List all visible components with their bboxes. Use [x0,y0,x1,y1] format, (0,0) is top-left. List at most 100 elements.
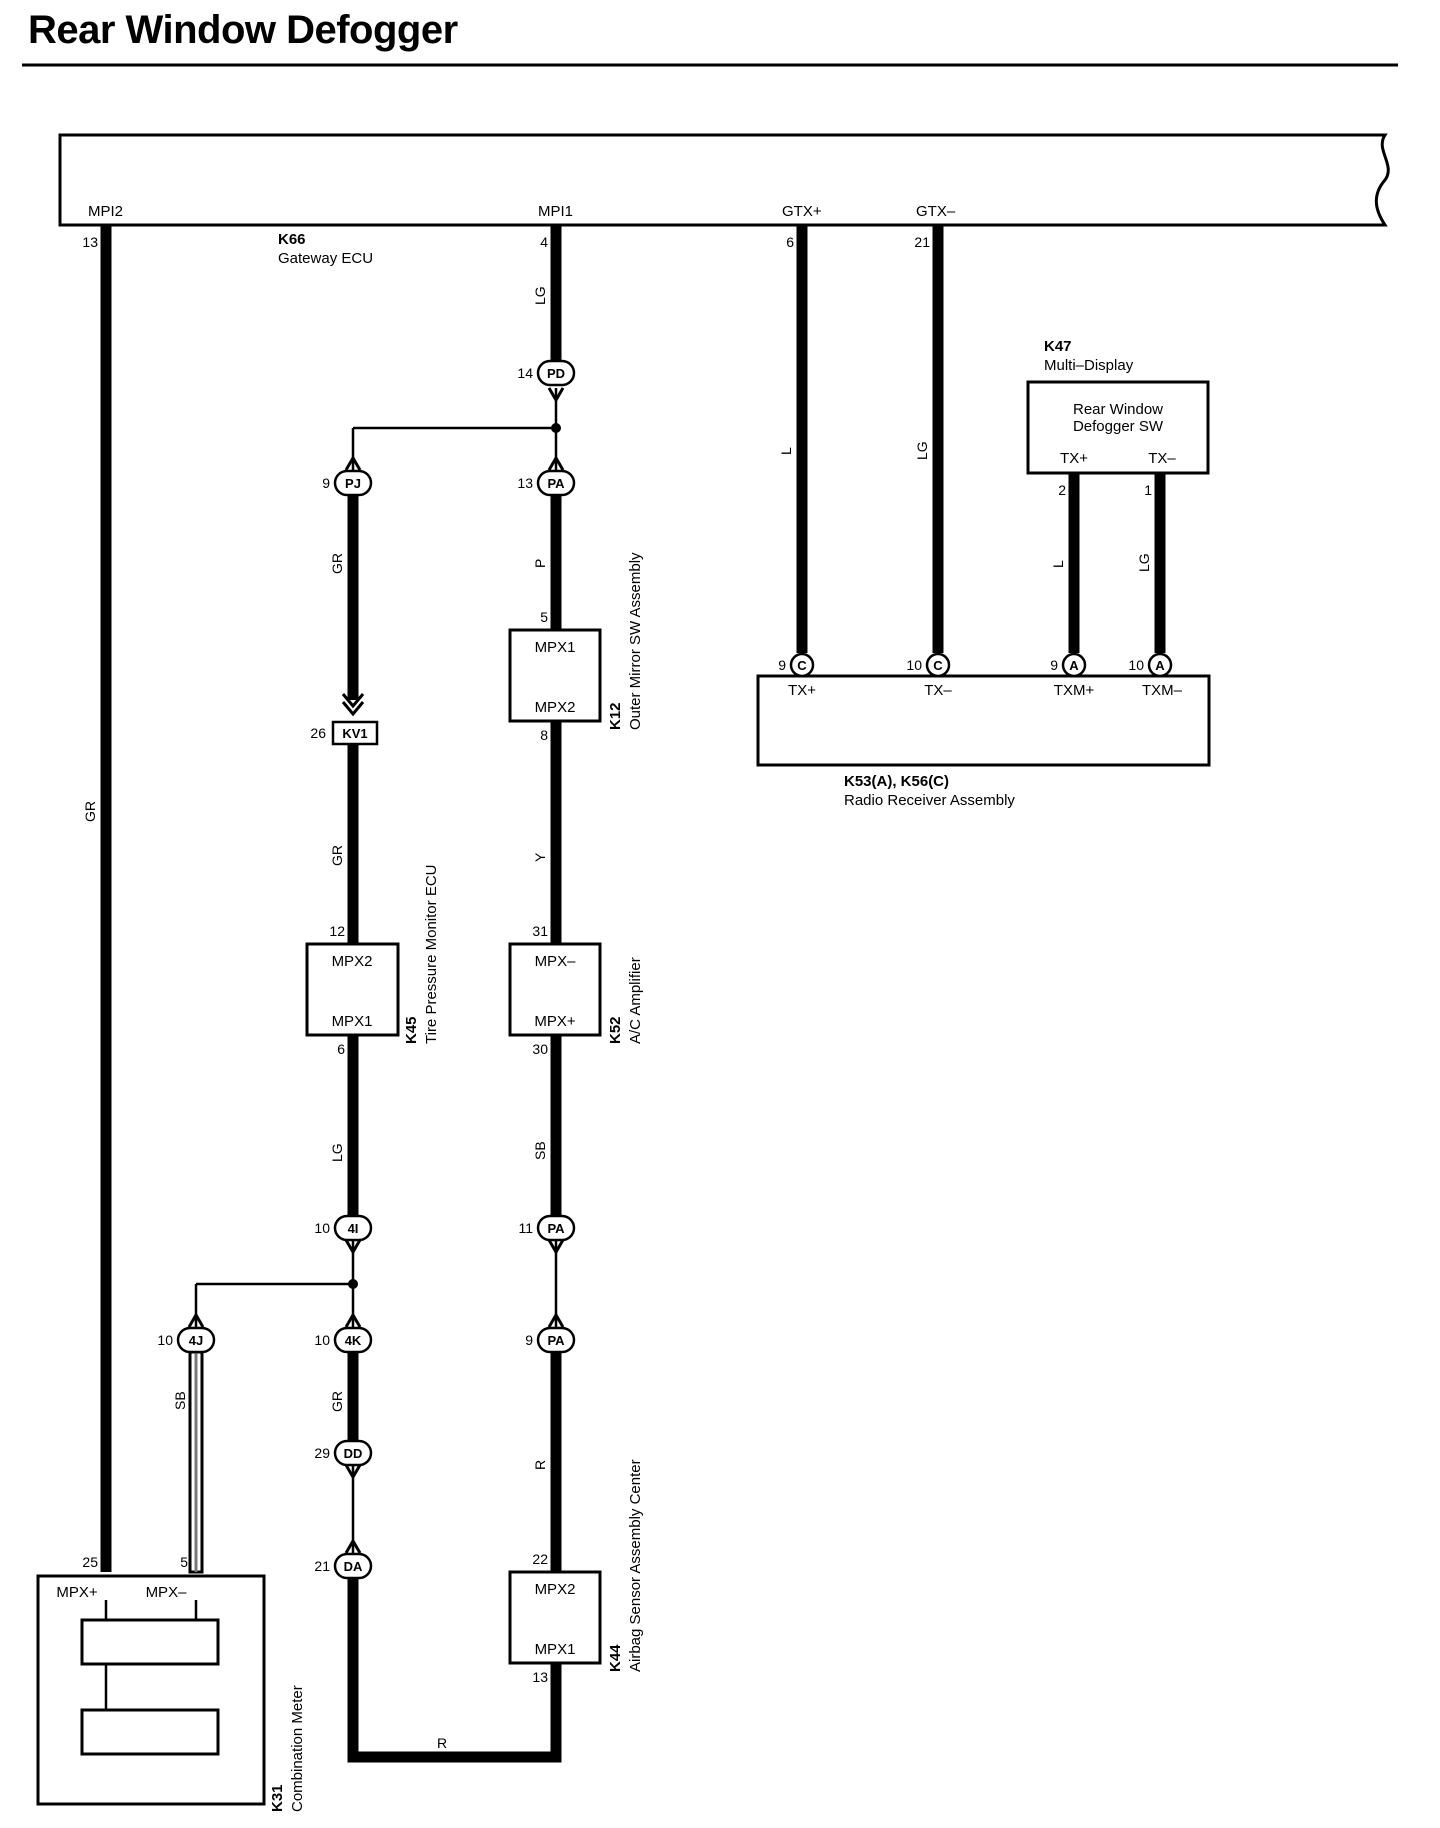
connector-pa13-label: PA [547,476,565,491]
radio-code: K53(A), K56(C) [844,773,949,790]
connector-4k-pin: 10 [314,1332,330,1348]
tpms-ecu-box [305,942,400,1037]
connector-c10: C 10 [906,652,951,678]
wire-label-lg-gtx: LG [914,441,930,460]
gateway-pin-mpi1: MPI1 [538,203,573,220]
wire-label-l-gtx: L [778,447,794,455]
outer-mirror-code: K12 [607,702,624,730]
gateway-pinnum-gtxm: 21 [914,234,930,250]
connector-pa11: PA 11 [518,1214,576,1242]
arrow-4j-up [187,1312,205,1328]
airbag-sensor-box [508,1570,602,1665]
connector-a9-pin: 9 [1050,657,1058,673]
ac-amp-pin-top: 31 [532,923,548,939]
connector-dd-label: DD [344,1446,363,1461]
combination-meter-box [36,1574,266,1806]
connector-4i: 4I 10 [314,1214,373,1242]
splice-point-1 [551,423,561,433]
multi-display-line1: Rear Window [1073,401,1163,418]
radio-pin-txmm: TXM– [1142,682,1183,699]
gateway-pin-mpi2: MPI2 [88,203,123,220]
wire-label-lg-tx: LG [1136,553,1152,572]
gateway-pin-gtxm: GTX– [916,203,956,220]
arrow-pj-up [344,455,362,471]
arrow-pd-down [547,387,565,403]
radio-receiver-box [756,674,1211,767]
meter-pin-right: 5 [180,1554,188,1570]
connector-c10-pin: 10 [906,657,922,673]
outer-mirror-pin-top: 5 [540,609,548,625]
connector-pd-label: PD [547,366,565,381]
meter-inner-box-1 [80,1618,220,1666]
wire-label-l-tx: L [1050,560,1066,568]
gateway-pin-gtxp: GTX+ [782,203,822,220]
tpms-name: Tire Pressure Monitor ECU [423,865,440,1045]
ac-amp-bottom: MPX+ [534,1013,576,1030]
radio-pin-txm: TX– [924,682,952,699]
outer-mirror-box [508,628,602,723]
connector-4j-pin: 10 [157,1332,173,1348]
wire-label-y-mirror: Y [532,852,548,862]
radio-pin-txmp: TXM+ [1054,682,1095,699]
arrow-pa13-up [547,455,565,471]
meter-left: MPX+ [56,1584,98,1601]
airbag-bottom: MPX1 [535,1641,576,1658]
wire-label-lg-tpms: LG [329,1143,345,1162]
connector-pd: PD 14 [517,359,576,387]
connector-a10-label: A [1155,658,1165,673]
arrow-kv1-down [341,693,365,717]
connector-pj-label: PJ [345,476,361,491]
wire-label-gr-pj: GR [329,553,345,574]
gateway-pinnum-mpi1: 4 [540,234,548,250]
gateway-ecu-box [58,133,1390,227]
connector-c10-label: C [933,658,943,673]
ac-amp-top: MPX– [535,953,577,970]
airbag-pin-bottom: 13 [532,1669,548,1685]
connector-pd-pin: 14 [517,365,533,381]
connector-pa9-label: PA [547,1333,565,1348]
ac-amp-code: K52 [607,1016,624,1044]
gateway-pinnum-mpi2: 13 [82,234,98,250]
arrow-pa9-up [547,1312,565,1328]
multi-display-name: Multi–Display [1044,357,1134,374]
connector-4j: 4J 10 [157,1326,216,1354]
arrow-pa11-down [547,1239,565,1255]
wire-label-gr-kv1: GR [329,845,345,866]
airbag-pin-top: 22 [532,1551,548,1567]
connector-4i-pin: 10 [314,1220,330,1236]
tpms-bottom: MPX1 [332,1013,373,1030]
multi-display-box [1026,380,1210,475]
tpms-top: MPX2 [332,953,373,970]
connector-dd-pin: 29 [314,1445,330,1461]
outer-mirror-name: Outer Mirror SW Assembly [627,552,644,730]
connector-pa11-pin: 11 [518,1220,533,1236]
multi-display-pinnum-txp: 2 [1058,482,1066,498]
arrow-da-up [344,1538,362,1554]
multi-display-pin-txm: TX– [1148,450,1176,467]
wire-label-r-pa: R [532,1460,548,1470]
connector-pa11-label: PA [547,1221,565,1236]
arrow-4i-down [344,1239,362,1255]
connector-c9: C 9 [778,652,815,678]
connector-a10: A 10 [1128,652,1173,678]
radio-name: Radio Receiver Assembly [844,792,1015,809]
splice-point-2 [348,1279,358,1289]
connector-a9-label: A [1069,658,1079,673]
connector-kv1-pin: 26 [310,725,326,741]
gateway-pinnum-gtxp: 6 [786,234,794,250]
connector-4i-label: 4I [348,1221,359,1236]
connector-da: DA 21 [314,1552,373,1580]
wire-label-sb-4j: SB [172,1391,188,1410]
gateway-code: K66 [278,231,306,248]
meter-code: K31 [269,1784,286,1812]
tpms-pin-top: 12 [329,923,345,939]
connector-dd: DD 29 [314,1439,373,1467]
wire-label-gr-4k: GR [329,1391,345,1412]
connector-4k: 4K 10 [314,1326,373,1354]
connector-pj: PJ 9 [322,469,373,497]
multi-display-line2: Defogger SW [1073,418,1164,435]
arrow-dd-down [344,1464,362,1480]
wire-label-gr-main: GR [82,801,98,822]
wire-label-r-bottom: R [437,1735,447,1751]
